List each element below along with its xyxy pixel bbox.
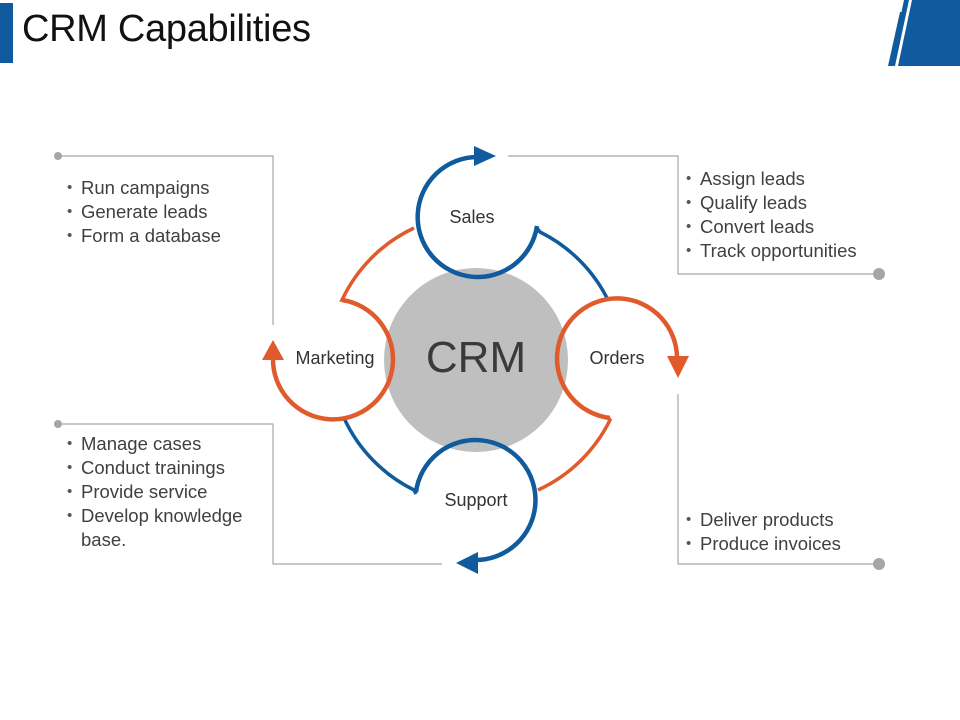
connector-dot-marketing [54,152,62,160]
page-title: CRM Capabilities [22,8,311,50]
node-label-support: Support [444,490,508,510]
connector-marketing [58,155,274,325]
support-arrow-left-icon [456,552,478,574]
arc-marketing-sales [339,226,415,302]
list-item: Generate leads [67,200,267,224]
list-item: Deliver products [686,508,886,532]
node-label-marketing: Marketing [295,348,375,368]
list-item: Provide service [67,480,267,504]
list-item: Assign leads [686,167,886,191]
crm-center-label: CRM [425,333,527,382]
orders-arrow-down-icon [667,356,689,378]
list-item: Qualify leads [686,191,886,215]
node-label-orders: Orders [589,348,645,368]
connector-support [58,423,442,565]
node-label-sales: Sales [449,207,495,227]
arc-sales-orders [534,225,610,301]
orders-ring [554,296,680,421]
connector-dot-sales [873,268,885,280]
list-item: Form a database [67,224,267,248]
support-ring [413,437,538,563]
sales-list: Assign leads Qualify leads Convert leads… [686,167,886,263]
arc-support-marketing [342,417,418,495]
list-item: Conduct trainings [67,456,267,480]
crm-center-circle [384,268,568,452]
connector-sales [508,155,878,275]
support-list: Manage cases Conduct trainings Provide s… [67,432,267,552]
connector-dot-orders [873,558,885,570]
list-item: Convert leads [686,215,886,239]
sales-arrow-right-icon [474,146,496,166]
marketing-list: Run campaigns Generate leads Form a data… [67,176,267,248]
orders-list: Deliver products Produce invoices [686,508,886,556]
list-item: Manage cases [67,432,267,456]
connector-dot-support [54,420,62,428]
connector-orders [677,394,878,565]
marketing-ring [270,297,396,422]
title-accent-bar [0,3,13,63]
list-item: Develop knowledge base. [67,504,267,552]
corner-decoration [888,0,960,66]
sales-ring [415,154,540,280]
list-item: Track opportunities [686,239,886,263]
arc-orders-support [537,416,613,492]
list-item: Run campaigns [67,176,267,200]
list-item: Produce invoices [686,532,886,556]
marketing-arrow-up-icon [262,340,284,360]
